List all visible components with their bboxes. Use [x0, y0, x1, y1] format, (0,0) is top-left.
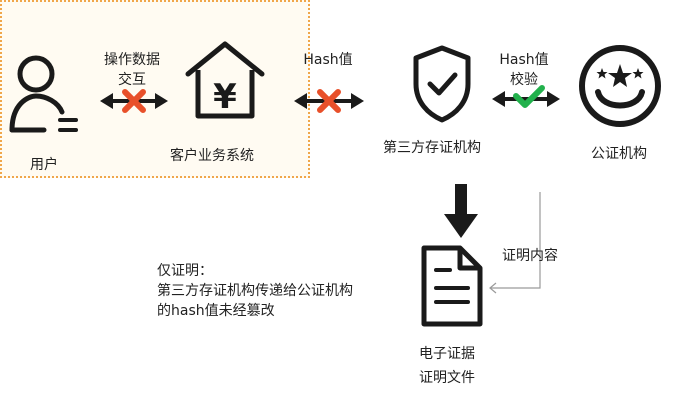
- down-arrow: [444, 184, 478, 238]
- edge-storage-notary-label-1: Hash值: [499, 52, 549, 68]
- business-system-label: 客户业务系统: [170, 148, 254, 164]
- proof-content-label: 证明内容: [502, 248, 558, 264]
- note-line-3: 的hash值未经篡改: [157, 303, 275, 319]
- storage-label: 第三方存证机构: [383, 140, 481, 156]
- edge-user-business-label-1: 操作数据: [104, 52, 160, 68]
- blocked-cross-icon: [122, 89, 146, 113]
- certificate-label-1: 电子证据: [419, 346, 475, 362]
- trusted-zone-box: [0, 0, 310, 178]
- double-arrow-storage-notary: [492, 91, 560, 107]
- blocked-cross-icon: [317, 89, 341, 113]
- shield-check-icon: [413, 45, 471, 123]
- smiley-stars-icon: [579, 45, 661, 127]
- svg-text:¥: ¥: [213, 77, 237, 117]
- notary-certificate-connector: [489, 192, 541, 294]
- edge-user-business-label-2: 交互: [118, 72, 146, 88]
- note-line-1: 仅证明：: [157, 263, 213, 279]
- verified-check-icon: [513, 85, 545, 108]
- user-icon: [9, 55, 78, 133]
- certificate-label-2: 证明文件: [419, 370, 475, 386]
- notary-label: 公证机构: [591, 146, 647, 162]
- bank-icon: ¥: [185, 41, 265, 119]
- note-line-2: 第三方存证机构传递给公证机构: [157, 283, 353, 299]
- user-label: 用户: [30, 157, 58, 173]
- edge-business-storage-label: Hash值: [303, 52, 353, 68]
- document-icon: [421, 245, 483, 327]
- edge-storage-notary-label-2: 校验: [510, 72, 538, 88]
